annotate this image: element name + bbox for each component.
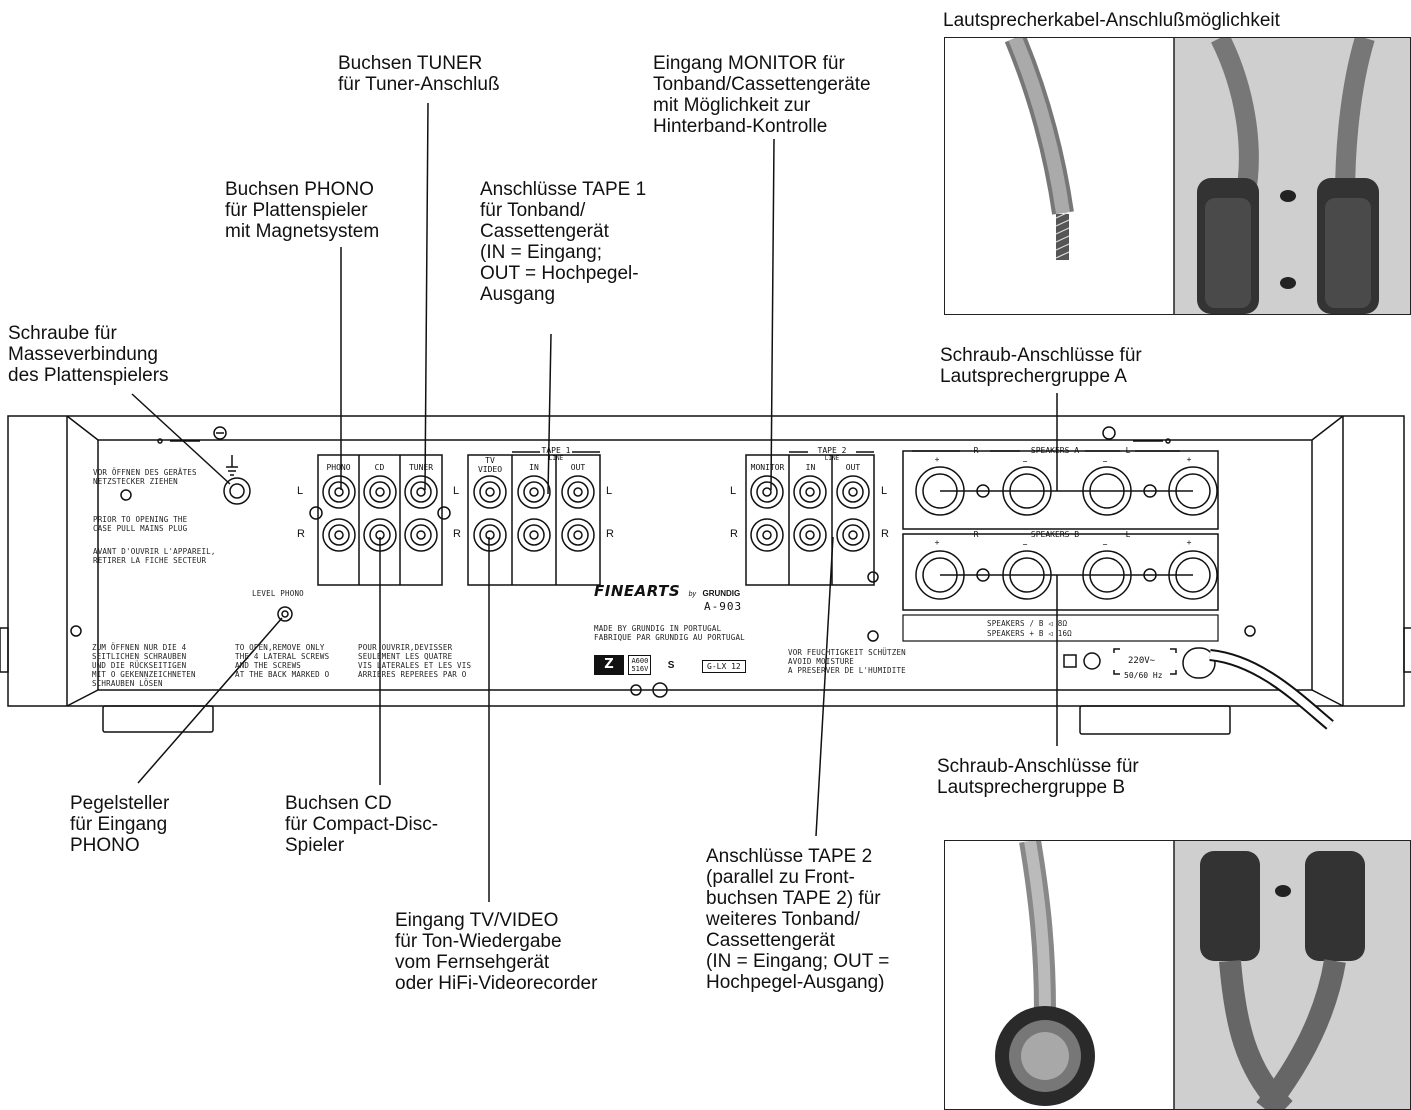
speakers-note-1: SPEAKERS / B ◁ 8Ω: [987, 619, 1067, 628]
channel-l-3: L: [606, 485, 612, 497]
warning-fr: AVANT D'OUVRIR L'APPAREIL, RETIRER LA FI…: [93, 547, 216, 565]
jack-label-phono: PHONO: [318, 463, 359, 472]
brand-main: FINEARTS: [594, 582, 680, 600]
model-number: A-903: [704, 600, 742, 613]
tape1-line: LINE: [541, 455, 571, 462]
channel-r-1: R: [297, 528, 305, 540]
channel-r-2: R: [453, 528, 461, 540]
certification-mark: Z A600 516V S: [594, 655, 674, 675]
speakers-a-plus-left: +: [932, 455, 942, 464]
level-phono-label: LEVEL PHONO: [252, 589, 304, 598]
channel-l-4: L: [730, 485, 736, 497]
jack-label-tuner: TUNER: [400, 463, 442, 472]
channel-r-5: R: [881, 528, 889, 540]
speakers-b-label: SPEAKERS B: [1020, 530, 1090, 539]
voltage-label: 220V∼: [1128, 656, 1155, 666]
frequency-label: 50/60 Hz: [1124, 671, 1163, 680]
tape1-out: OUT: [556, 463, 600, 472]
screws-en: TO OPEN,REMOVE ONLY THE 4 LATERAL SCREWS…: [235, 643, 329, 679]
tape2-header: TAPE 2: [808, 446, 856, 455]
channel-r-4: R: [730, 528, 738, 540]
channel-l-1: L: [297, 485, 303, 497]
speakers-b-plus-left: +: [932, 538, 942, 547]
moisture-warning: VOR FEUCHTIGKEIT SCHÜTZEN AVOID MOISTURE…: [788, 648, 906, 675]
jack-label-monitor: MONITOR: [746, 463, 789, 472]
speakers-a-plus-right: +: [1184, 455, 1194, 464]
tape2-line: LINE: [808, 455, 856, 462]
speakers-b-minus-right: −: [1100, 540, 1110, 549]
tape1-header: TAPE 1: [541, 446, 571, 455]
tape2-in: IN: [789, 463, 832, 472]
speakers-b-r: R: [968, 530, 984, 539]
speakers-b-minus-left: −: [1020, 540, 1030, 549]
channel-r-3: R: [606, 528, 614, 540]
speakers-note-2: SPEAKERS + B ◁ 16Ω: [987, 629, 1072, 638]
tape1-in: IN: [512, 463, 556, 472]
cert-s: S: [668, 660, 675, 671]
channel-l-2: L: [453, 485, 459, 497]
speakers-b-l: L: [1120, 530, 1136, 539]
brand-logo: FINEARTS by GRUNDIG: [594, 582, 740, 601]
brand-by: by: [689, 591, 696, 598]
speakers-a-minus-right: −: [1100, 457, 1110, 466]
speakers-a-minus-left: −: [1020, 457, 1030, 466]
brand-maker: GRUNDIG: [702, 589, 740, 598]
tape2-out: OUT: [832, 463, 874, 472]
speakers-a-r: R: [968, 446, 984, 455]
jack-label-cd: CD: [359, 463, 400, 472]
warning-en: PRIOR TO OPENING THE CASE PULL MAINS PLU…: [93, 515, 187, 533]
lx-code: G-LX 12: [702, 660, 746, 673]
speakers-b-plus-right: +: [1184, 538, 1194, 547]
made-in-portugal: MADE BY GRUNDIG IN PORTUGAL FABRIQUE PAR…: [594, 624, 745, 642]
screws-de: ZUM ÖFFNEN NUR DIE 4 SEITLICHEN SCHRAUBE…: [92, 643, 196, 688]
cert-code: A600 516V: [628, 655, 651, 675]
warning-de: VOR ÖFFNEN DES GERÄTES NETZSTECKER ZIEHE…: [93, 468, 197, 486]
speakers-a-label: SPEAKERS A: [1020, 446, 1090, 455]
channel-l-5: L: [881, 485, 887, 497]
screws-fr: POUR OUVRIR,DEVISSER SEULEMENT LES QUATR…: [358, 643, 471, 679]
jack-label-tv-video: TV VIDEO: [468, 456, 512, 474]
cert-logo-icon: Z: [594, 655, 624, 675]
speakers-a-l: L: [1120, 446, 1136, 455]
